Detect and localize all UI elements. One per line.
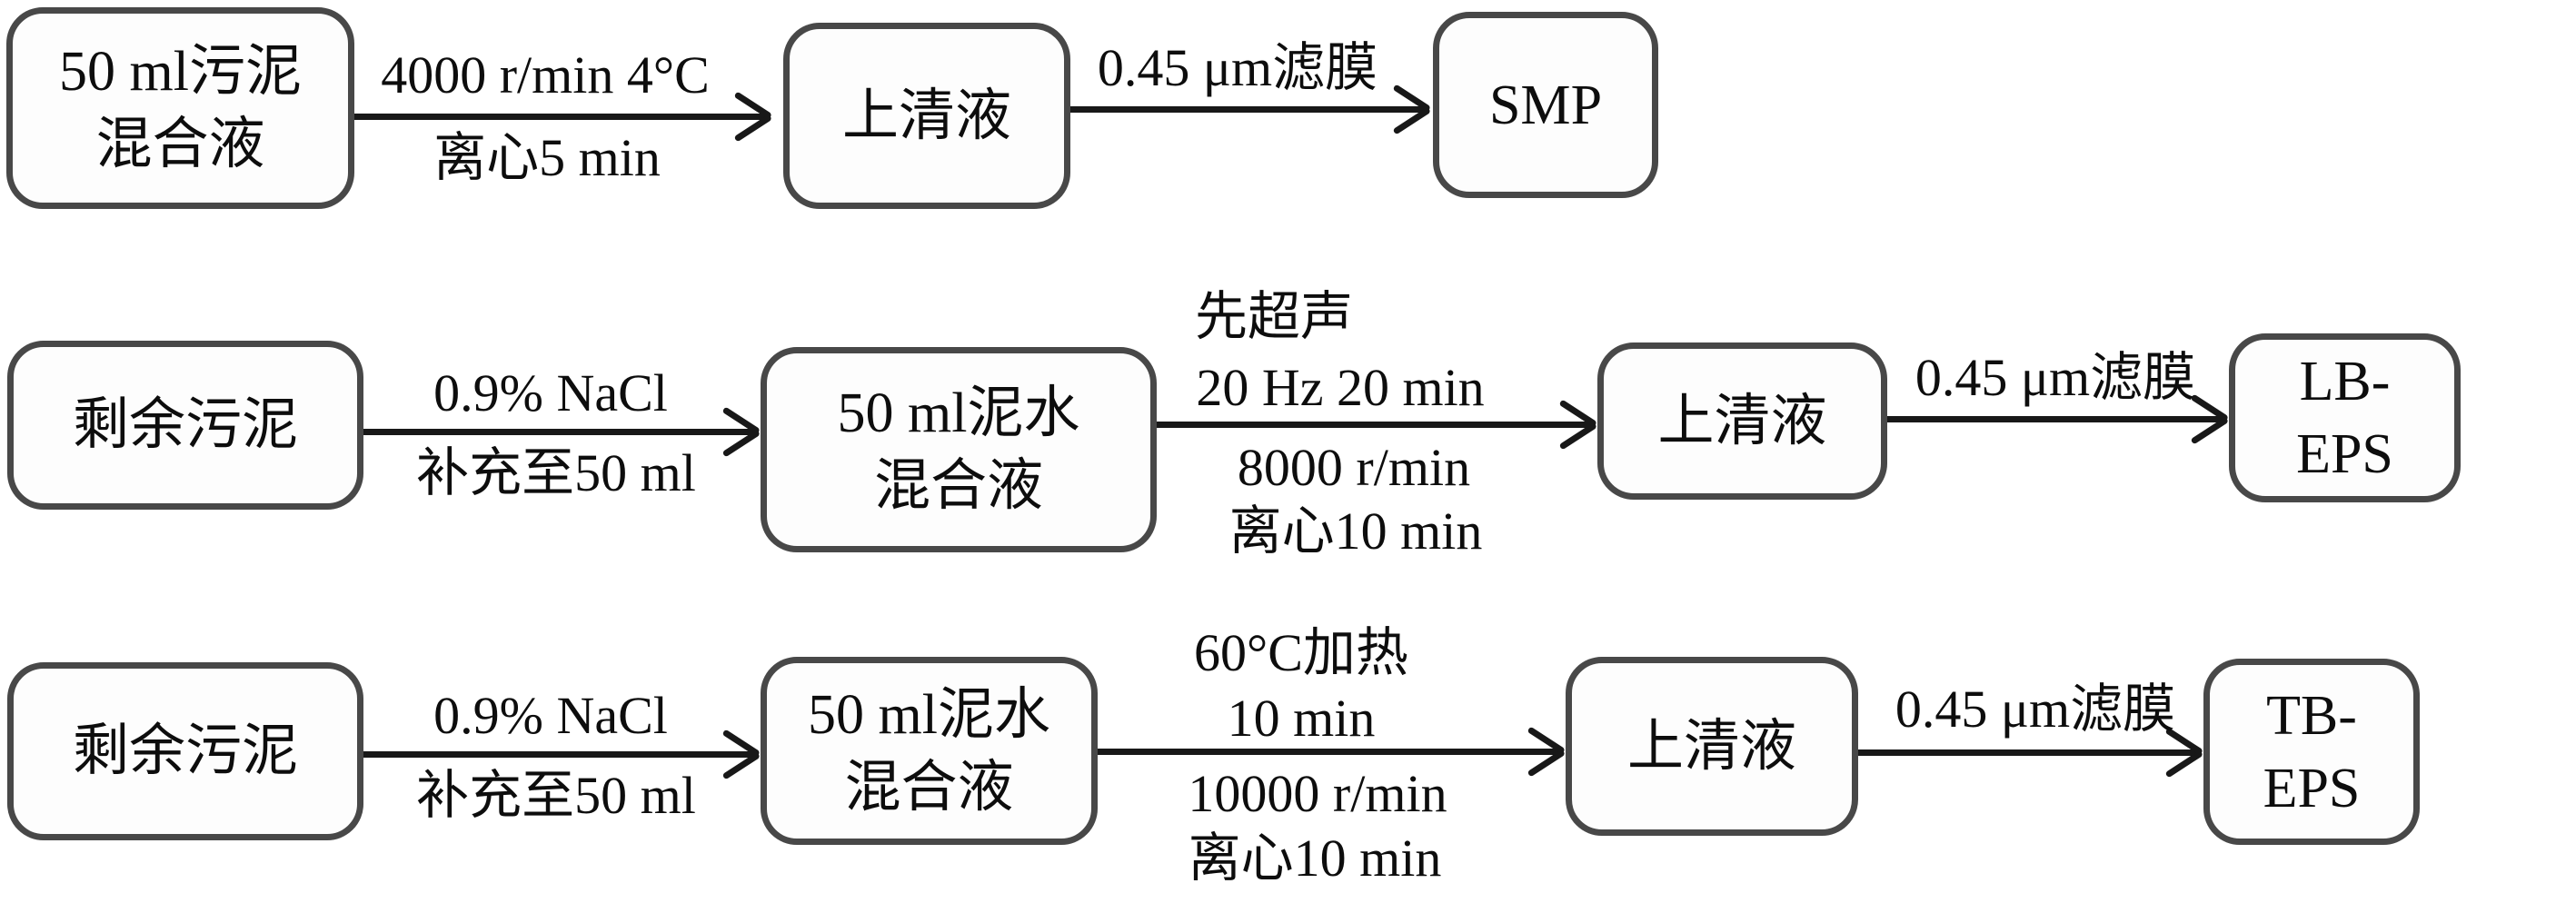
edge-label-10min: 10 min xyxy=(1227,689,1376,748)
edge-label-heating-60c: 60°C加热 xyxy=(1194,623,1408,682)
flow-arrow xyxy=(1858,749,2199,756)
flow-arrow xyxy=(363,429,756,435)
node-supernatant-3: 上清液 xyxy=(1566,657,1858,836)
node-label: 混合液 xyxy=(95,114,265,175)
node-label: 混合液 xyxy=(873,455,1043,517)
edge-label-10000rpm: 10000 r/min xyxy=(1188,764,1447,823)
node-50ml-sludge-mixture: 50 ml污泥 混合液 xyxy=(6,7,354,209)
node-label: EPS xyxy=(2296,423,2393,485)
node-label: 剩余污泥 xyxy=(72,720,298,782)
node-mud-water-mixture-3: 50 ml泥水 混合液 xyxy=(761,657,1098,845)
node-supernatant-2: 上清液 xyxy=(1597,342,1887,500)
edge-label-20hz-20min: 20 Hz 20 min xyxy=(1196,358,1485,417)
edge-label-fill-50ml-2: 补充至50 ml xyxy=(416,443,696,502)
node-label: TB- xyxy=(2266,684,2357,747)
edge-label-filter-3: 0.45 μm滤膜 xyxy=(1895,680,2176,739)
edge-label-filter-1: 0.45 μm滤膜 xyxy=(1097,38,1378,97)
node-label: 50 ml泥水 xyxy=(808,683,1050,746)
node-smp: SMP xyxy=(1433,12,1658,198)
edge-label-ultrasound-first: 先超声 xyxy=(1194,287,1354,346)
node-label: LB- xyxy=(2299,351,2391,412)
node-lb-eps: LB- EPS xyxy=(2229,333,2461,502)
edge-label-nacl-3: 0.9% NaCl xyxy=(433,686,668,745)
edge-label-fill-50ml-3: 补充至50 ml xyxy=(416,766,696,825)
node-label: 混合液 xyxy=(844,756,1014,819)
edge-label-centrifuge-5min: 离心5 min xyxy=(433,128,661,187)
flow-arrow xyxy=(1098,749,1561,755)
edge-label-centrifuge-10min-2: 离心10 min xyxy=(1228,501,1483,561)
node-label: 剩余污泥 xyxy=(72,394,298,456)
node-label: 上清液 xyxy=(841,84,1011,147)
node-residual-sludge-2: 剩余污泥 xyxy=(7,341,363,510)
flow-arrow xyxy=(1157,422,1593,428)
edge-label-8000rpm: 8000 r/min xyxy=(1237,438,1471,497)
node-label: SMP xyxy=(1488,74,1603,136)
node-tb-eps: TB- EPS xyxy=(2203,659,2420,845)
edge-label-centrifuge-10min-3: 离心10 min xyxy=(1188,829,1442,888)
node-label: EPS xyxy=(2263,757,2361,819)
node-label: 50 ml泥水 xyxy=(837,382,1080,444)
node-mud-water-mixture-2: 50 ml泥水 混合液 xyxy=(761,347,1157,552)
node-label: 50 ml污泥 xyxy=(59,41,302,103)
edge-label-4000rpm-4c: 4000 r/min 4°C xyxy=(381,45,710,104)
edge-label-filter-2: 0.45 μm滤膜 xyxy=(1915,348,2196,407)
flow-arrow xyxy=(1887,416,2224,422)
flow-arrow xyxy=(363,751,756,758)
node-residual-sludge-3: 剩余污泥 xyxy=(7,662,363,840)
edge-label-nacl-2: 0.9% NaCl xyxy=(433,363,668,422)
node-label: 上清液 xyxy=(1626,715,1796,778)
node-label: 上清液 xyxy=(1657,390,1827,452)
node-supernatant-1: 上清液 xyxy=(783,23,1070,209)
flow-arrow xyxy=(1070,106,1427,113)
flow-arrow xyxy=(354,114,768,120)
